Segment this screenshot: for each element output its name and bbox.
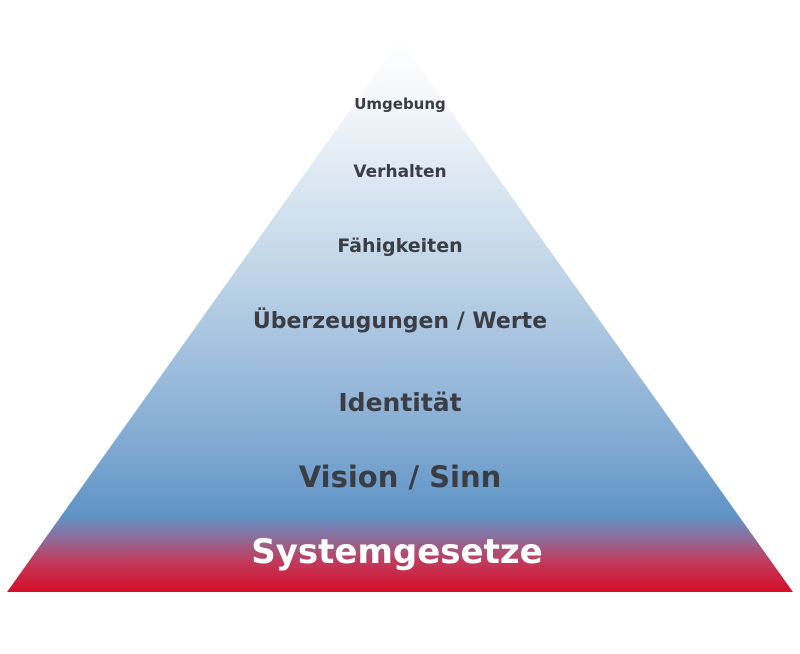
level-label-umgebung: Umgebung <box>354 95 446 113</box>
level-label-ueberzeugungen-werte: Überzeugungen / Werte <box>253 308 547 334</box>
level-label-vision-sinn: Vision / Sinn <box>299 460 502 494</box>
level-label-systemgesetze: Systemgesetze <box>251 532 542 572</box>
level-label-faehigkeiten: Fähigkeiten <box>337 235 462 257</box>
level-label-verhalten: Verhalten <box>353 162 446 182</box>
level-label-identitaet: Identität <box>338 388 461 417</box>
pyramid-shape <box>7 40 793 592</box>
